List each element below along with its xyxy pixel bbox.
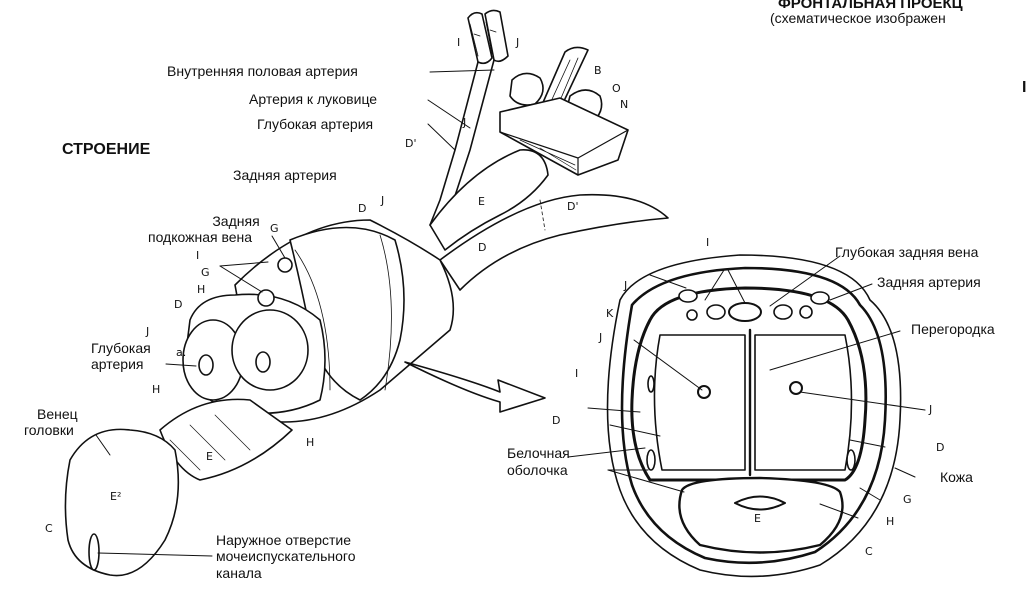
label-deep-artery-left-1: Глубокая	[91, 340, 151, 356]
letter-g-left: G	[201, 266, 210, 279]
letter-j-top: J	[516, 36, 519, 49]
letter-e-crus: E	[478, 195, 485, 208]
letter-h-bottom: H	[306, 436, 314, 449]
letter-c-cs: C	[865, 545, 873, 558]
letter-d-crus: D	[478, 241, 486, 254]
blob-o-left	[510, 73, 543, 105]
label-internal-pudendal-artery: Внутренняя половая артерия	[167, 63, 358, 79]
label-meatus-3: канала	[216, 565, 262, 581]
section-title: СТРОЕНИЕ	[62, 142, 150, 158]
label-deep-artery-left-2: артерия	[91, 356, 144, 372]
letter-a: a.	[176, 346, 186, 359]
label-septum: Перегородка	[911, 321, 995, 337]
label-dorsal-artery-right: Задняя артерия	[877, 274, 981, 290]
letter-j-cs-right: J	[929, 403, 932, 416]
letter-i-left: I	[196, 249, 199, 262]
label-meatus-2: мочеиспускательного	[216, 548, 355, 564]
letter-j-cs-mid: J	[599, 331, 602, 344]
letter-d-cs-right: D	[936, 441, 944, 454]
pointer-arrow	[405, 362, 545, 412]
letter-g-cs: G	[903, 493, 912, 506]
letter-i-cs-left: I	[575, 367, 578, 380]
label-deep-dorsal-vein: Глубокая задняя вена	[835, 244, 978, 260]
letter-k-cs: K	[606, 307, 613, 320]
header-subtitle: (схематическое изображен	[770, 10, 946, 26]
letter-o: O	[612, 82, 621, 95]
label-tunica-1: Белочная	[507, 445, 570, 461]
cross-section	[608, 255, 901, 576]
letter-i-cs-top: I	[706, 236, 709, 249]
letter-j-mid: J	[463, 116, 466, 129]
label-tunica-2: оболочка	[507, 462, 568, 478]
letter-j-cs-top: J	[624, 279, 627, 292]
letter-g-top: G	[270, 222, 279, 235]
letter-i-top: I	[457, 36, 460, 49]
label-corona-2: головки	[24, 422, 74, 438]
letter-d-left: D	[174, 298, 182, 311]
letter-d-mid: D	[358, 202, 366, 215]
label-dorsal-artery-left: Задняя артерия	[233, 167, 337, 183]
letter-e-tube: E	[206, 450, 213, 463]
letter-j-left: J	[146, 325, 149, 338]
letter-h-lower: H	[152, 383, 160, 396]
label-bulb-artery: Артерия к луковице	[249, 91, 377, 107]
letter-h-cs: H	[886, 515, 894, 528]
letter-e2: E²	[110, 490, 121, 503]
truncated-letter: I	[1022, 80, 1026, 96]
label-skin: Кожа	[940, 469, 973, 485]
letter-d-prime-mid: D'	[405, 137, 417, 150]
letter-b: B	[594, 64, 602, 77]
letter-j-lower: J	[381, 194, 384, 207]
letter-h-left: H	[197, 283, 205, 296]
label-corona-1: Венец	[37, 406, 78, 422]
label-meatus-1: Наружное отверстие	[216, 532, 351, 548]
letter-d-cs-left: D	[552, 414, 560, 427]
letter-n: N	[620, 98, 628, 111]
label-deep-artery-top: Глубокая артерия	[257, 116, 373, 132]
letter-e-cs: E	[754, 512, 761, 525]
letter-c-left: C	[45, 522, 53, 535]
letter-d-prime-right: D'	[567, 200, 579, 213]
label-dorsal-subcutaneous-vein-2: подкожная вена	[148, 229, 252, 245]
